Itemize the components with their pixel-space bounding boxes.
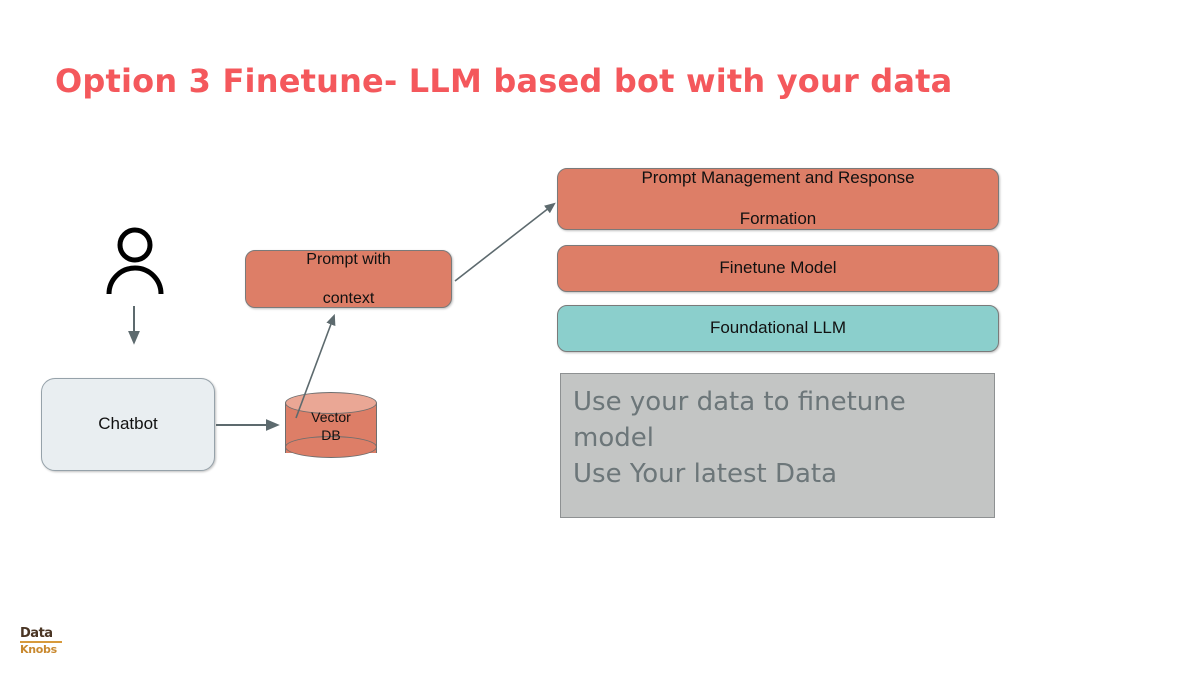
prompt-with-context-node[interactable]: Prompt with context xyxy=(245,250,452,308)
arrow-prompt-to-prompt-management xyxy=(454,202,556,282)
notes-line-3: Use Your latest Data xyxy=(573,459,838,490)
logo-divider xyxy=(20,641,62,643)
finetune-model-label: Finetune Model xyxy=(719,258,837,278)
chatbot-node[interactable]: Chatbot xyxy=(41,378,215,471)
vector-db-label-line1: Vector xyxy=(311,409,351,425)
notes-line-1: Use your data to finetune xyxy=(573,387,906,417)
page-title: Option 3 Finetune- LLM based bot with yo… xyxy=(55,62,953,100)
user-icon xyxy=(104,226,166,295)
prompt-management-label: Prompt Management and Response Formation xyxy=(621,168,934,229)
vector-db-label: Vector DB xyxy=(285,408,377,444)
prompt-management-line1: Prompt Management and Response xyxy=(641,168,915,188)
prompt-with-context-line2: context xyxy=(322,289,375,307)
chatbot-label: Chatbot xyxy=(98,414,158,434)
prompt-management-line2: Formation xyxy=(739,209,817,229)
foundational-llm-node[interactable]: Foundational LLM xyxy=(557,305,999,352)
prompt-with-context-label: Prompt with context xyxy=(286,250,410,308)
logo-knobs-text: Knobs xyxy=(20,643,57,656)
prompt-with-context-line1: Prompt with xyxy=(306,251,391,269)
logo-data-text: Data xyxy=(20,626,53,641)
prompt-management-node[interactable]: Prompt Management and Response Formation xyxy=(557,168,999,230)
datakNobs-logo: Data Knobs xyxy=(20,627,64,655)
vector-db-node[interactable]: Vector DB xyxy=(285,392,377,458)
finetune-model-node[interactable]: Finetune Model xyxy=(557,245,999,292)
vector-db-label-line2: DB xyxy=(321,427,341,444)
notes-line-2: model xyxy=(573,423,654,454)
cylinder-bottom-ellipse xyxy=(285,436,377,458)
foundational-llm-label: Foundational LLM xyxy=(709,318,847,338)
notes-box: Use your data to finetune model Use Your… xyxy=(560,373,995,518)
